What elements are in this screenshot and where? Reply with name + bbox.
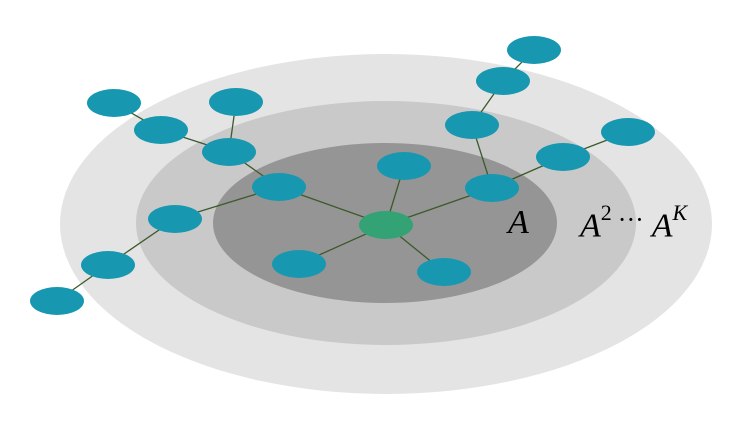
node-11	[209, 88, 263, 116]
label-outer-base-2: A	[651, 207, 673, 245]
center-node	[359, 211, 413, 239]
node-4	[272, 250, 326, 278]
node-12	[81, 251, 135, 279]
node-7	[148, 205, 202, 233]
node-17	[87, 89, 141, 117]
node-2	[252, 173, 306, 201]
label-outer-exp-2: K	[672, 200, 688, 225]
label-inner-base: A	[508, 204, 529, 241]
label-inner: A	[508, 206, 529, 240]
node-10	[134, 116, 188, 144]
node-8	[445, 111, 499, 139]
label-outer-exp-1: 2	[600, 200, 612, 225]
label-outer-ellipsis: ···	[617, 205, 644, 235]
label-outer-base-1: A	[580, 207, 601, 245]
node-6	[202, 138, 256, 166]
nodes	[30, 36, 655, 315]
node-13	[476, 67, 530, 95]
node-1	[377, 152, 431, 180]
label-outer: A2···AK	[580, 202, 687, 245]
node-16	[507, 36, 561, 64]
node-9	[536, 143, 590, 171]
node-3	[465, 174, 519, 202]
node-5	[417, 258, 471, 286]
node-14	[601, 118, 655, 146]
node-15	[30, 287, 84, 315]
